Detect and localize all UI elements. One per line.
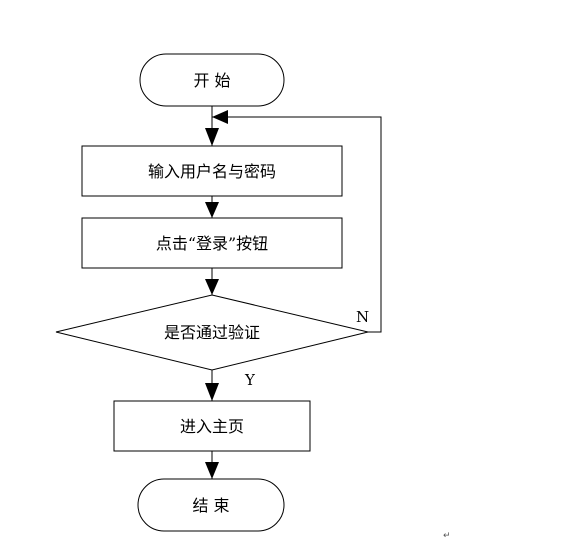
edge-no-label: N [356, 308, 369, 326]
edge-yes-label: Y [244, 371, 256, 389]
end-node-label: 结 束 [192, 496, 229, 515]
homepage-node: 进入主页 [113, 400, 311, 452]
end-node: 结 束 [137, 478, 285, 532]
click-login-node: 点击“登录”按钮 [81, 217, 343, 269]
edge-decision-yes [205, 370, 219, 401]
edge-decision-no-loop [212, 110, 382, 333]
edge-homepage-to-end [205, 451, 219, 479]
edge-click-to-decision [205, 268, 219, 295]
start-node: 开 始 [139, 53, 285, 107]
decision-label: 是否通过验证 [164, 323, 260, 342]
input-credentials-label: 输入用户名与密码 [148, 162, 276, 181]
start-node-label: 开 始 [193, 71, 230, 90]
paragraph-mark-icon: ↵ [443, 531, 451, 541]
edge-input-to-click [205, 196, 219, 218]
input-credentials-node: 输入用户名与密码 [81, 145, 343, 197]
decision-node: 是否通过验证 [55, 294, 369, 371]
edge-start-to-input [205, 106, 219, 146]
homepage-label: 进入主页 [180, 417, 244, 436]
click-login-label: 点击“登录”按钮 [156, 234, 268, 253]
